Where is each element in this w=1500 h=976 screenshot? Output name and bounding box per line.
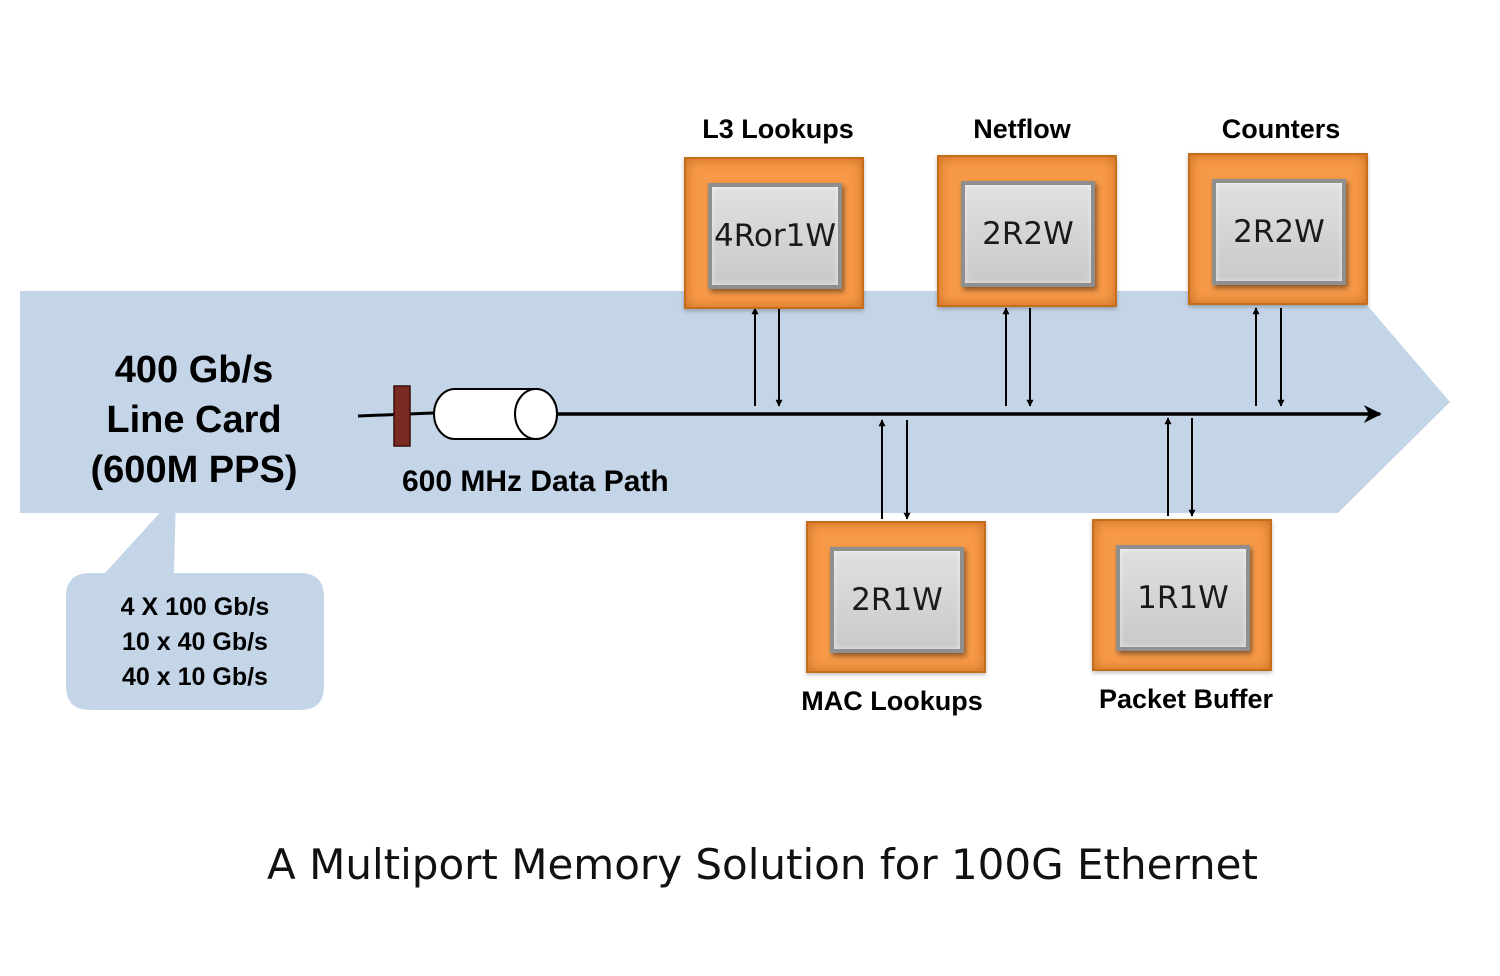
callout-line-1: 4 X 100 Gb/s [120,593,270,621]
mac-lookups-title: MAC Lookups [801,686,983,716]
connector-block [393,385,411,447]
callout-line-3: 40 x 10 Gb/s [122,663,268,691]
speed-callout-bubble [66,495,324,710]
netflow-config: 2R2W [982,216,1074,252]
mac-lookups-memory-block: 2R1W [806,521,986,673]
data-path-label: 600 MHz Data Path [402,465,669,498]
pipeline-cylinder-icon [433,388,558,440]
l3-lookups-memory-block: 4Ror1W [684,157,864,309]
line-card-title: Line Card [106,399,282,441]
netflow-memory-chip: 2R2W [961,181,1095,287]
counters-memory-chip: 2R2W [1212,179,1346,285]
counters-config: 2R2W [1233,214,1325,250]
packet-buffer-title: Packet Buffer [1098,684,1274,714]
l3-lookups-config: 4Ror1W [714,218,836,254]
mac-lookups-memory-chip: 2R1W [830,547,964,653]
line-card-band-arrow [20,291,1450,513]
speed-callout-text: 4 X 100 Gb/s 10 x 40 Gb/s 40 x 10 Gb/s [66,590,324,695]
counters-memory-block: 2R2W [1188,153,1368,305]
counters-title: Counters [1221,114,1341,144]
callout-line-2: 10 x 40 Gb/s [122,628,268,656]
mac-lookups-config: 2R1W [851,582,943,618]
packet-buffer-config: 1R1W [1137,580,1229,616]
slide-caption: A Multiport Memory Solution for 100G Eth… [267,840,1258,889]
line-card-label: 400 Gb/s Line Card (600M PPS) [60,345,328,495]
netflow-memory-block: 2R2W [937,155,1117,307]
line-card-throughput: 400 Gb/s [114,349,274,391]
line-card-pps: (600M PPS) [90,449,298,491]
l3-lookups-title: L3 Lookups [702,114,854,144]
netflow-title: Netflow [973,114,1071,144]
l3-lookups-memory-chip: 4Ror1W [708,183,842,289]
packet-buffer-memory-chip: 1R1W [1116,545,1250,651]
packet-buffer-memory-block: 1R1W [1092,519,1272,671]
